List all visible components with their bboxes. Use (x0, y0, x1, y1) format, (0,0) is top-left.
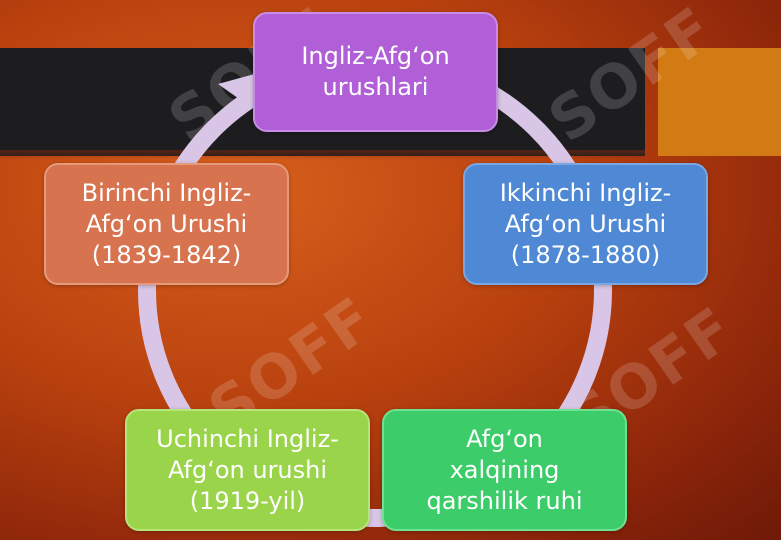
ring-arrowhead (218, 72, 262, 108)
title-band-shadow (0, 150, 645, 160)
node-third-war-label: Uchinchi Ingliz- Afg‘on urushi (1919-yil… (156, 424, 339, 515)
node-center: Ingliz-Afg‘on urushlari (253, 12, 498, 132)
node-second-war: Ikkinchi Ingliz- Afg‘on Urushi (1878-188… (463, 163, 708, 285)
node-first-war-label: Birinchi Ingliz- Afg‘on Urushi (1839-184… (81, 178, 252, 269)
node-resistance: Afg‘on xalqining qarshilik ruhi (382, 409, 627, 531)
node-second-war-label: Ikkinchi Ingliz- Afg‘on Urushi (1878-188… (499, 178, 672, 269)
accent-block (658, 48, 781, 156)
node-resistance-label: Afg‘on xalqining qarshilik ruhi (426, 424, 583, 515)
node-third-war: Uchinchi Ingliz- Afg‘on urushi (1919-yil… (125, 409, 370, 531)
node-first-war: Birinchi Ingliz- Afg‘on Urushi (1839-184… (44, 163, 289, 285)
node-center-label: Ingliz-Afg‘on urushlari (301, 42, 450, 101)
